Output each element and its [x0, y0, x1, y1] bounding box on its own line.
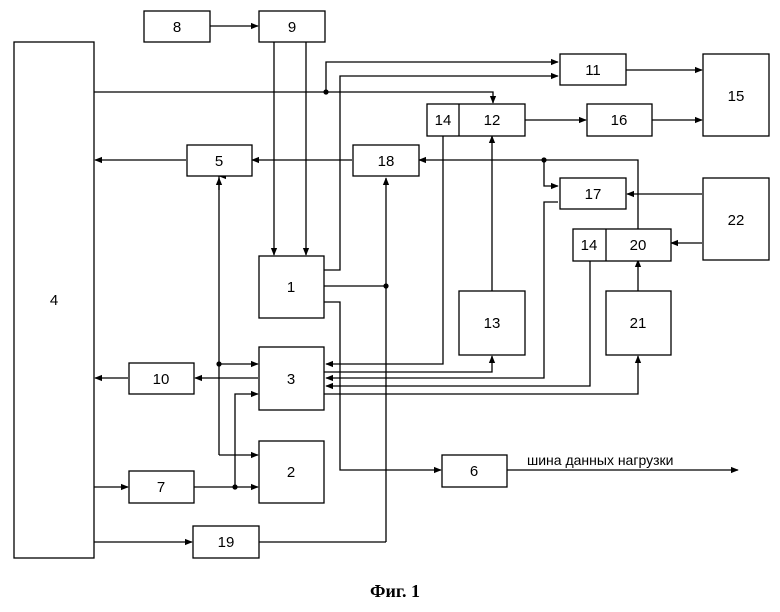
block-15: 15	[703, 54, 769, 136]
block-label: 11	[585, 62, 601, 79]
block-6: 6	[442, 455, 507, 487]
block-label: 21	[630, 315, 647, 332]
figure-caption: Фиг. 1	[370, 581, 420, 601]
block-19: 19	[193, 526, 259, 558]
block-14-label: 14	[435, 112, 452, 129]
junction-dot	[216, 361, 221, 366]
block-label: 3	[287, 371, 295, 388]
block-label: 16	[611, 112, 628, 129]
block-17: 17	[560, 178, 626, 209]
block-label: 17	[585, 186, 602, 203]
block-label: 6	[470, 463, 478, 480]
block-2: 2	[259, 441, 324, 503]
junction-dot	[541, 157, 546, 162]
block-14-label: 14	[581, 237, 598, 254]
block-label: 2	[287, 464, 295, 481]
block-8: 8	[144, 11, 210, 42]
block-label: 4	[50, 292, 58, 309]
block-label: 7	[157, 479, 165, 496]
block-7: 7	[129, 471, 194, 503]
block-label: 19	[218, 534, 235, 551]
block-12-label: 12	[484, 112, 501, 129]
block-label: 1	[287, 279, 295, 296]
block-label: 5	[215, 153, 223, 170]
block-13: 13	[459, 291, 525, 355]
block-1: 1	[259, 256, 324, 318]
data-bus-label: шина данных нагрузки	[527, 452, 673, 468]
block-11: 11	[560, 54, 626, 85]
block-20-label: 20	[630, 237, 647, 254]
block-14-12: 14 12	[427, 104, 525, 136]
block-label: 18	[378, 153, 395, 170]
block-18: 18	[353, 145, 419, 176]
block-label: 15	[728, 88, 745, 105]
block-14-20: 14 20	[573, 229, 671, 261]
block-22: 22	[703, 178, 769, 260]
block-label: 9	[288, 19, 296, 36]
block-label: 13	[484, 315, 501, 332]
junction-dot	[383, 283, 388, 288]
block-16: 16	[587, 104, 652, 136]
block-21: 21	[606, 291, 671, 355]
block-9: 9	[259, 11, 325, 42]
block-10: 10	[129, 363, 194, 394]
junction-dot	[232, 484, 237, 489]
block-label: 10	[153, 371, 170, 388]
block-5: 5	[187, 145, 252, 176]
junction-dot	[323, 89, 328, 94]
block-4: 4	[14, 42, 94, 558]
block-label: 8	[173, 19, 181, 36]
block-3: 3	[259, 347, 324, 410]
block-label: 22	[728, 212, 745, 229]
